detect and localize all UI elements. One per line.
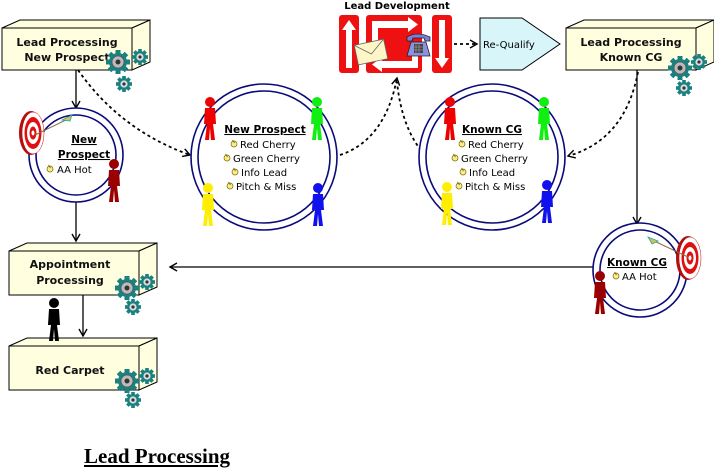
box-label-line1: Lead Processing <box>16 36 117 49</box>
telephone-icon <box>406 33 431 57</box>
circle-new-prospect-hot[interactable]: New Prospect AA Hot <box>18 107 124 203</box>
dotted-arrow-lpknown-to-knowncg <box>566 71 639 159</box>
circle-item: Info Lead <box>241 168 287 179</box>
box-label-line2: New Prospect <box>24 51 109 64</box>
person-icon <box>108 159 120 202</box>
person-icon-yellow <box>202 183 214 226</box>
arrow-dart-icon <box>647 236 689 258</box>
gears-icon <box>114 274 155 315</box>
box-red-carpet[interactable]: Red Carpet <box>8 337 158 408</box>
circle-title-line1: New <box>71 134 97 146</box>
circle-title: Known CG <box>462 124 522 136</box>
person-icon-blue <box>312 183 324 226</box>
lead-development-label: Lead Development <box>344 1 450 12</box>
gears-icon <box>667 54 707 96</box>
person-icon <box>48 298 60 341</box>
page-title: Lead Processing <box>84 444 231 468</box>
requalify-label: Re-Qualify <box>483 40 535 51</box>
circle-known-cg[interactable]: Known CG Red Cherry Green Cherry Info Le… <box>418 83 566 231</box>
box-label-line2: Known CG <box>600 51 663 64</box>
requalify-shape[interactable]: Re-Qualify <box>479 17 561 71</box>
circle-item: AA Hot <box>622 272 657 283</box>
target-icon <box>675 235 702 281</box>
box-lead-processing-known-cg[interactable]: Lead Processing Known CG <box>565 19 714 96</box>
circle-item: Pitch & Miss <box>236 182 296 193</box>
person-icon-blue <box>541 180 553 223</box>
box-label-line1: Appointment <box>30 258 111 271</box>
arrow-dart-icon <box>34 114 73 136</box>
circle-item: Red Cherry <box>468 140 524 151</box>
lead-development[interactable]: Lead Development <box>339 1 452 73</box>
box-label-line1: Lead Processing <box>580 36 681 49</box>
circle-item: AA Hot <box>57 165 92 176</box>
circle-item: Info Lead <box>469 168 515 179</box>
circle-title: Known CG <box>607 257 667 269</box>
envelope-icon <box>353 38 389 66</box>
circle-title-line2: Prospect <box>58 149 110 161</box>
circle-item: Pitch & Miss <box>465 182 525 193</box>
person-icon-yellow <box>441 182 453 225</box>
circle-item: Red Cherry <box>240 140 296 151</box>
box-label: Red Carpet <box>35 364 104 377</box>
box-label-line2: Processing <box>36 274 104 287</box>
box-lead-processing-new-prospect[interactable]: Lead Processing New Prospect <box>1 19 151 92</box>
circle-item: Green Cherry <box>233 154 300 165</box>
circle-item: Green Cherry <box>461 154 528 165</box>
circle-new-prospect[interactable]: New Prospect Red Cherry Green Cherry Inf… <box>190 83 338 231</box>
dotted-arrow-newprospect-to-leaddev <box>339 76 401 156</box>
gears-icon <box>114 368 155 408</box>
circle-title: New Prospect <box>224 124 305 136</box>
circle-known-cg-hot[interactable]: Known CG AA Hot <box>592 222 702 318</box>
person-icon <box>594 271 606 314</box>
box-appointment-processing[interactable]: Appointment Processing <box>8 242 158 315</box>
